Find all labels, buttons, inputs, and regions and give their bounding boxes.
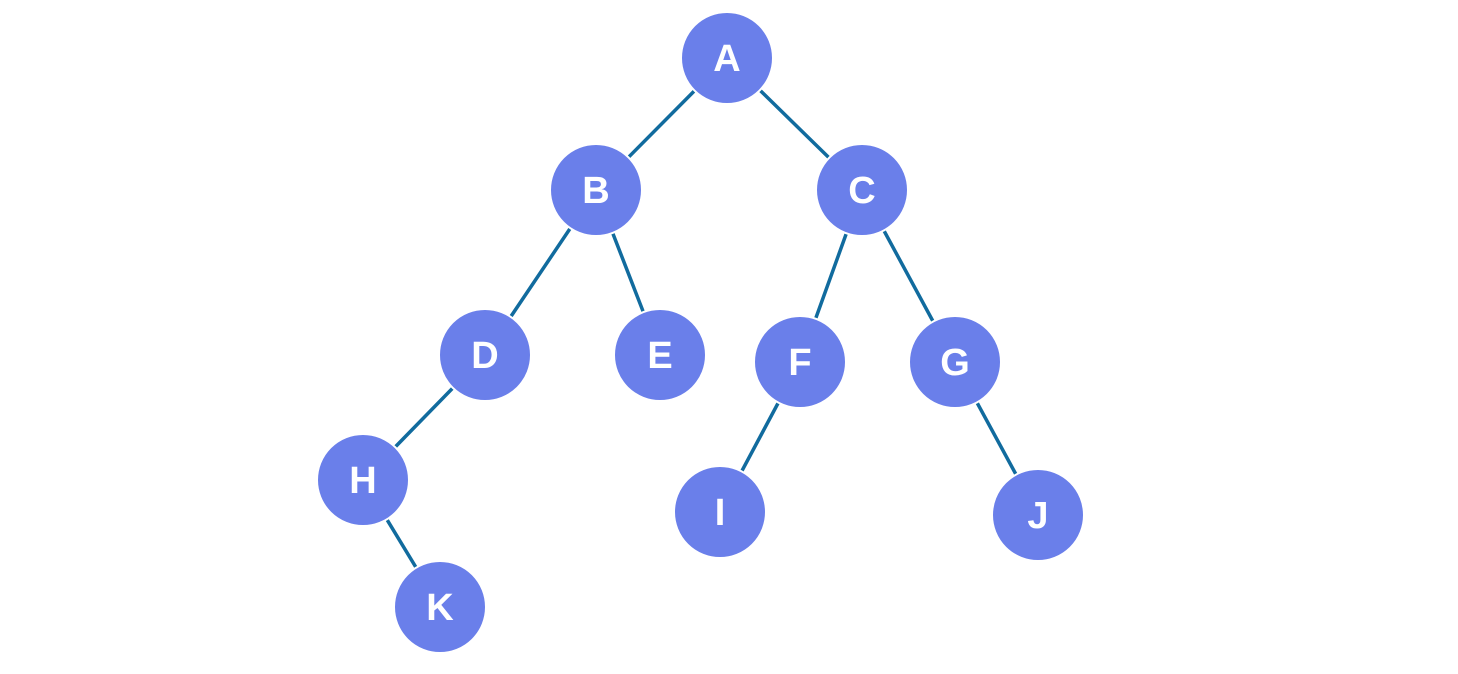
tree-node-a: A — [680, 11, 774, 105]
tree-node-c: C — [815, 143, 909, 237]
node-label: G — [940, 342, 970, 384]
node-label: B — [582, 170, 609, 212]
tree-node-b: B — [549, 143, 643, 237]
node-circle — [673, 465, 767, 559]
node-circle — [991, 468, 1085, 562]
tree-nodes: A B C D E F G H I J K — [316, 11, 1085, 654]
node-circle — [815, 143, 909, 237]
node-circle — [393, 560, 487, 654]
tree-node-g: G — [908, 315, 1002, 409]
node-circle — [680, 11, 774, 105]
node-circle — [908, 315, 1002, 409]
node-circle — [753, 315, 847, 409]
tree-node-d: D — [438, 308, 532, 402]
node-label: K — [426, 587, 454, 629]
node-circle — [316, 433, 410, 527]
node-label: E — [647, 335, 672, 377]
node-label: C — [848, 170, 875, 212]
node-label: J — [1027, 495, 1048, 537]
tree-node-i: I — [673, 465, 767, 559]
node-circle — [549, 143, 643, 237]
node-circle — [438, 308, 532, 402]
tree-node-j: J — [991, 468, 1085, 562]
tree-node-e: E — [613, 308, 707, 402]
node-label: A — [713, 38, 740, 80]
tree-node-h: H — [316, 433, 410, 527]
node-circle — [613, 308, 707, 402]
tree-node-k: K — [393, 560, 487, 654]
node-label: D — [471, 335, 498, 377]
node-label: F — [788, 342, 811, 384]
node-label: H — [349, 460, 376, 502]
node-label: I — [715, 492, 726, 534]
tree-node-f: F — [753, 315, 847, 409]
